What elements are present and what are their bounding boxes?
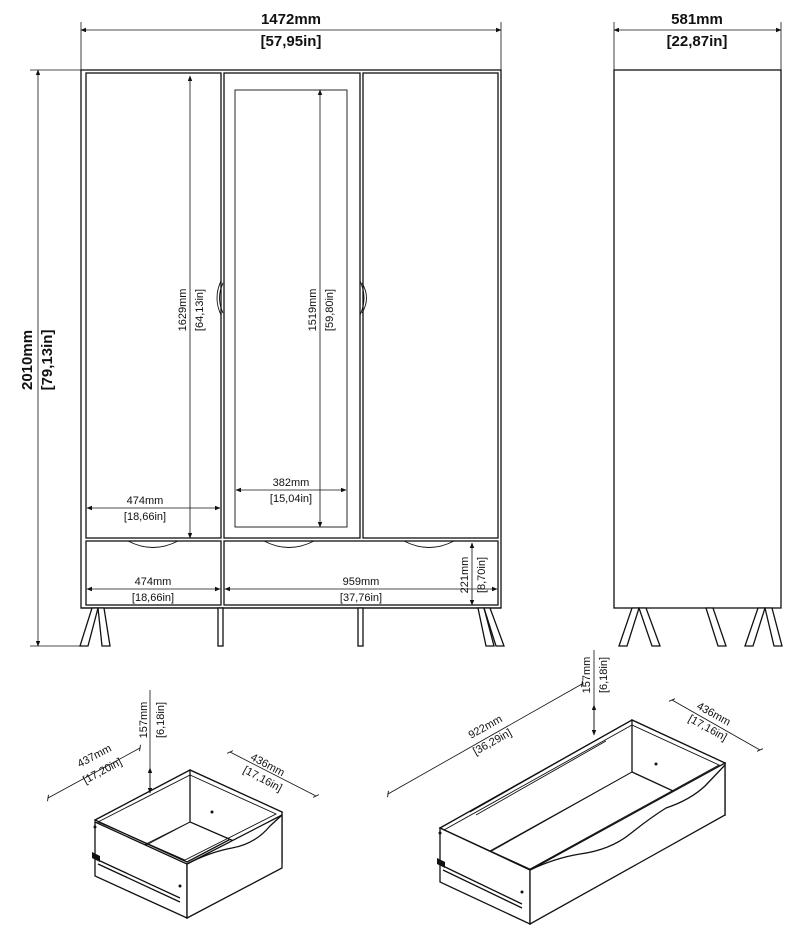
- overall-width-mm: 1472mm: [261, 11, 321, 28]
- left-door-height-mm: 1629mm: [177, 289, 189, 332]
- small-drawer-width-dimension: 474mm [18,66in]: [86, 576, 221, 604]
- drawer-front-height-mm: 221mm: [459, 557, 471, 594]
- large-drawer-height-mm: 157mm: [581, 657, 593, 694]
- middle-door-handle: [359, 280, 365, 316]
- side-view: 581mm [22,87in]: [613, 11, 783, 647]
- front-leg-mid2: [357, 607, 364, 647]
- small-drawer-height-in: [6,18in]: [155, 702, 167, 738]
- small-drawer-front: [85, 540, 222, 606]
- left-door-height-in: [64,13in]: [194, 289, 206, 331]
- drawer-handle-1: [127, 540, 179, 548]
- drawer-front-height-dimension: 221mm [8,70in]: [459, 542, 488, 606]
- left-door-handle: [216, 280, 222, 316]
- front-leg-right: [477, 607, 495, 647]
- overall-width-dimension: 1472mm [57,95in]: [80, 11, 502, 72]
- small-drawer-width-mm: 474mm: [135, 576, 172, 588]
- drawer-front-height-in: [8,70in]: [476, 557, 488, 593]
- front-leg-mid1: [217, 607, 224, 647]
- overall-width-in: [57,95in]: [261, 33, 322, 50]
- side-leg-3: [744, 607, 766, 647]
- right-door: [362, 72, 499, 539]
- front-leg-left: [79, 607, 99, 647]
- overall-depth-dimension: 581mm [22,87in]: [613, 11, 782, 72]
- large-drawer-height-in: [6,18in]: [598, 657, 610, 693]
- overall-height-in: [79,13in]: [39, 330, 56, 391]
- mirror-width-dimension: 382mm [15,04in]: [235, 477, 347, 505]
- side-leg-1: [618, 607, 640, 647]
- mirror-width-mm: 382mm: [273, 477, 310, 489]
- large-drawer-iso: 157mm [6,18in] 922mm [36,29in] 436mm [17…: [387, 650, 764, 926]
- side-leg-2: [705, 607, 727, 647]
- drawer-handle-3: [403, 540, 455, 548]
- side-panel: [613, 69, 782, 609]
- left-door: [85, 72, 222, 539]
- mirror: [234, 89, 348, 528]
- left-compartment-width-in: [18,66in]: [124, 511, 166, 523]
- small-drawer-height-mm: 157mm: [138, 702, 150, 739]
- left-compartment-width-dimension: 474mm [18,66in]: [86, 495, 221, 523]
- mirror-height-in: [59,80in]: [324, 289, 336, 331]
- large-drawer-width-dimension: 959mm [37,76in]: [224, 576, 498, 604]
- drawer-handle-2: [263, 540, 315, 548]
- small-drawer-width-in: [18,66in]: [132, 592, 174, 604]
- front-view: 1472mm [57,95in] 2010mm [79,13in]: [19, 11, 505, 647]
- small-drawer-iso: 157mm [6,18in] 437mm [17,20in] 436mm [17…: [47, 690, 320, 920]
- overall-height-mm: 2010mm: [19, 330, 36, 390]
- left-door-height-dimension: 1629mm [64,13in]: [177, 75, 206, 539]
- mirror-height-mm: 1519mm: [307, 289, 319, 332]
- middle-door: [223, 72, 361, 539]
- large-drawer-width-mm: 959mm: [343, 576, 380, 588]
- small-drawer-right-side: [186, 813, 283, 920]
- left-compartment-width-mm: 474mm: [127, 495, 164, 507]
- large-drawer-right-side: [529, 761, 726, 926]
- overall-height-dimension: 2010mm [79,13in]: [19, 69, 82, 647]
- overall-depth-mm: 581mm: [671, 11, 723, 28]
- mirror-width-in: [15,04in]: [270, 493, 312, 505]
- large-drawer-width-in: [37,76in]: [340, 592, 382, 604]
- mirror-height-dimension: 1519mm [59,80in]: [307, 89, 336, 528]
- large-drawer-front: [223, 540, 499, 606]
- overall-depth-in: [22,87in]: [667, 33, 728, 50]
